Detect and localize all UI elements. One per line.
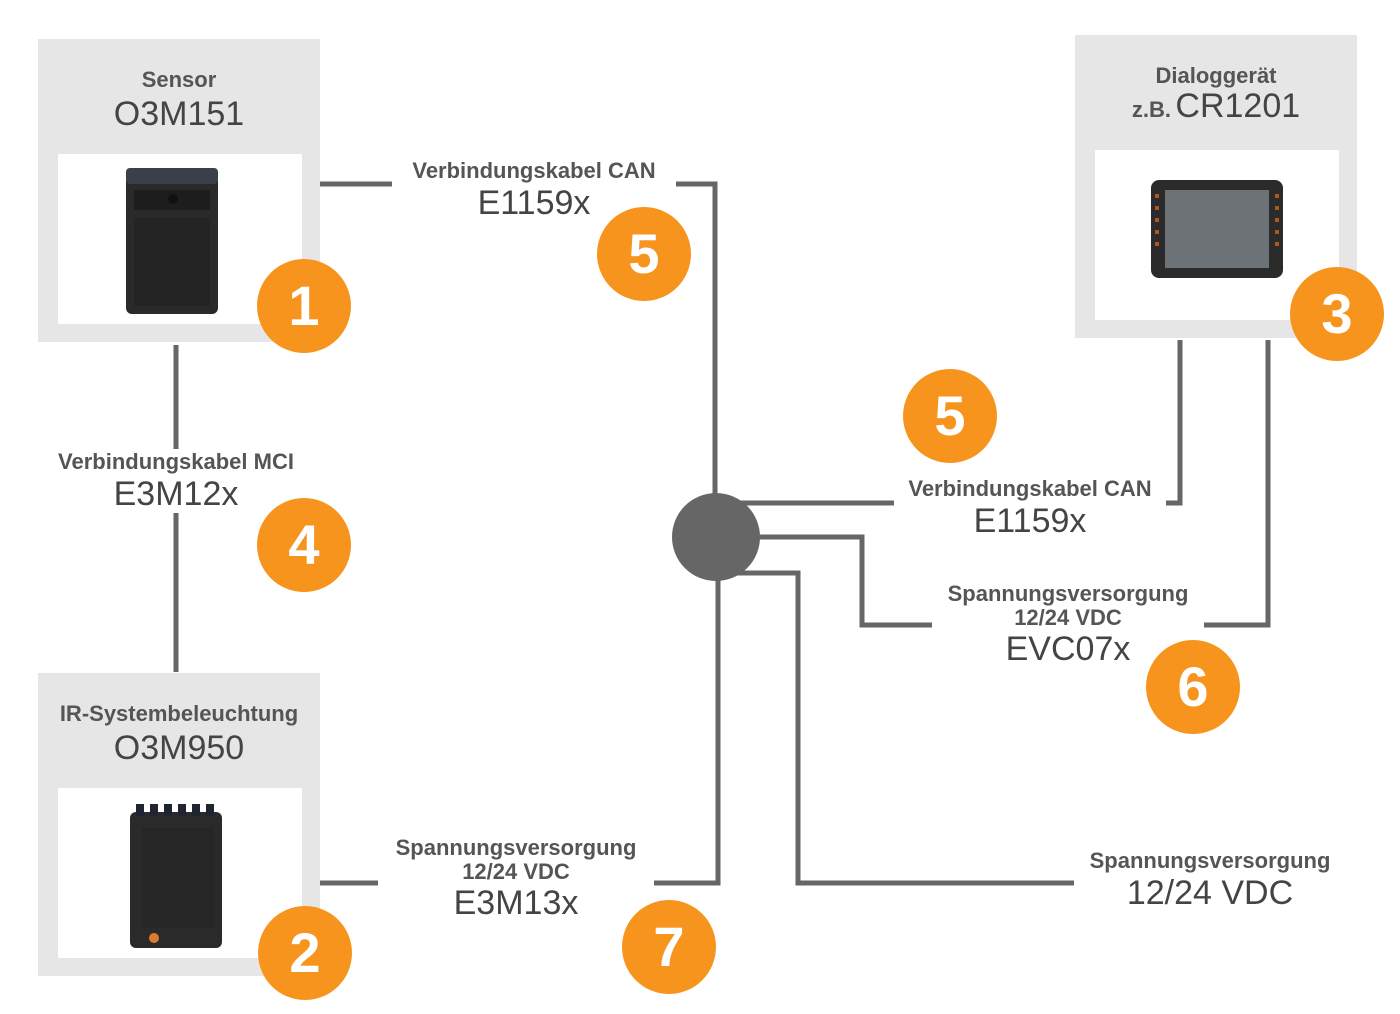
sensor-icon (126, 168, 218, 314)
illumination-image-frame (58, 788, 302, 958)
illumination-model: O3M950 (113, 729, 245, 767)
cable-power-illum-model: E3M13x (453, 884, 579, 922)
sensor-model: O3M151 (113, 95, 245, 133)
line-power-illum (320, 540, 721, 886)
badge-4: 4 (257, 498, 351, 592)
cable-can-right-model: E1159x (973, 502, 1087, 540)
display-model: CR1201 (1175, 87, 1301, 125)
cable-can-right-label: Verbindungskabel CAN E1159x (894, 476, 1166, 540)
cable-mci-type: Verbindungskabel MCI (58, 449, 294, 474)
junction-node (672, 493, 760, 581)
sensor-card: Sensor O3M151 (38, 39, 320, 342)
display-label: Dialoggerät (1155, 63, 1277, 88)
display-model-prefix: z.B. (1131, 97, 1171, 122)
cable-power-display-voltage: 12/24 VDC (1014, 605, 1122, 630)
badge-6: 6 (1146, 640, 1240, 734)
line-power-supply (718, 570, 1080, 886)
line-power-display (718, 340, 1271, 628)
display-icon (1151, 180, 1283, 278)
cable-power-illum-label: Spannungsversorgung 12/24 VDC E3M13x (378, 836, 654, 922)
cable-can-top-model: E1159x (477, 184, 591, 222)
display-model-row: z.B. CR1201 (1075, 87, 1357, 126)
power-supply-voltage: 12/24 VDC (1126, 874, 1294, 912)
cable-power-illum-voltage: 12/24 VDC (462, 859, 570, 884)
sensor-label: Sensor (141, 67, 217, 92)
badge-2: 2 (258, 906, 352, 1000)
badge-7: 7 (622, 900, 716, 994)
cable-power-display-model: EVC07x (1005, 630, 1131, 668)
cable-can-top-type: Verbindungskabel CAN (412, 158, 656, 183)
display-card: Dialoggerät z.B. CR1201 (1075, 35, 1357, 338)
illumination-label: IR-Systembeleuchtung (59, 701, 299, 726)
cable-power-display-label: Spannungsversorgung 12/24 VDC EVC07x (932, 582, 1204, 668)
badge-3: 3 (1290, 267, 1384, 361)
cable-power-display-type: Spannungsversorgung (947, 581, 1189, 606)
cable-can-right-type: Verbindungskabel CAN (908, 476, 1152, 501)
cable-mci-label: Verbindungskabel MCI E3M12x (40, 449, 312, 513)
cable-mci-model: E3M12x (113, 475, 239, 513)
illumination-icon (130, 804, 222, 948)
power-supply-label: Spannungsversorgung 12/24 VDC (1074, 848, 1346, 912)
badge-1: 1 (257, 259, 351, 353)
badge-5-right: 5 (903, 369, 997, 463)
badge-5-top: 5 (597, 207, 691, 301)
power-supply-type: Spannungsversorgung (1089, 848, 1331, 873)
cable-power-illum-type: Spannungsversorgung (395, 835, 637, 860)
cable-can-top-label: Verbindungskabel CAN E1159x (392, 158, 676, 222)
line-can-right (718, 340, 1183, 506)
